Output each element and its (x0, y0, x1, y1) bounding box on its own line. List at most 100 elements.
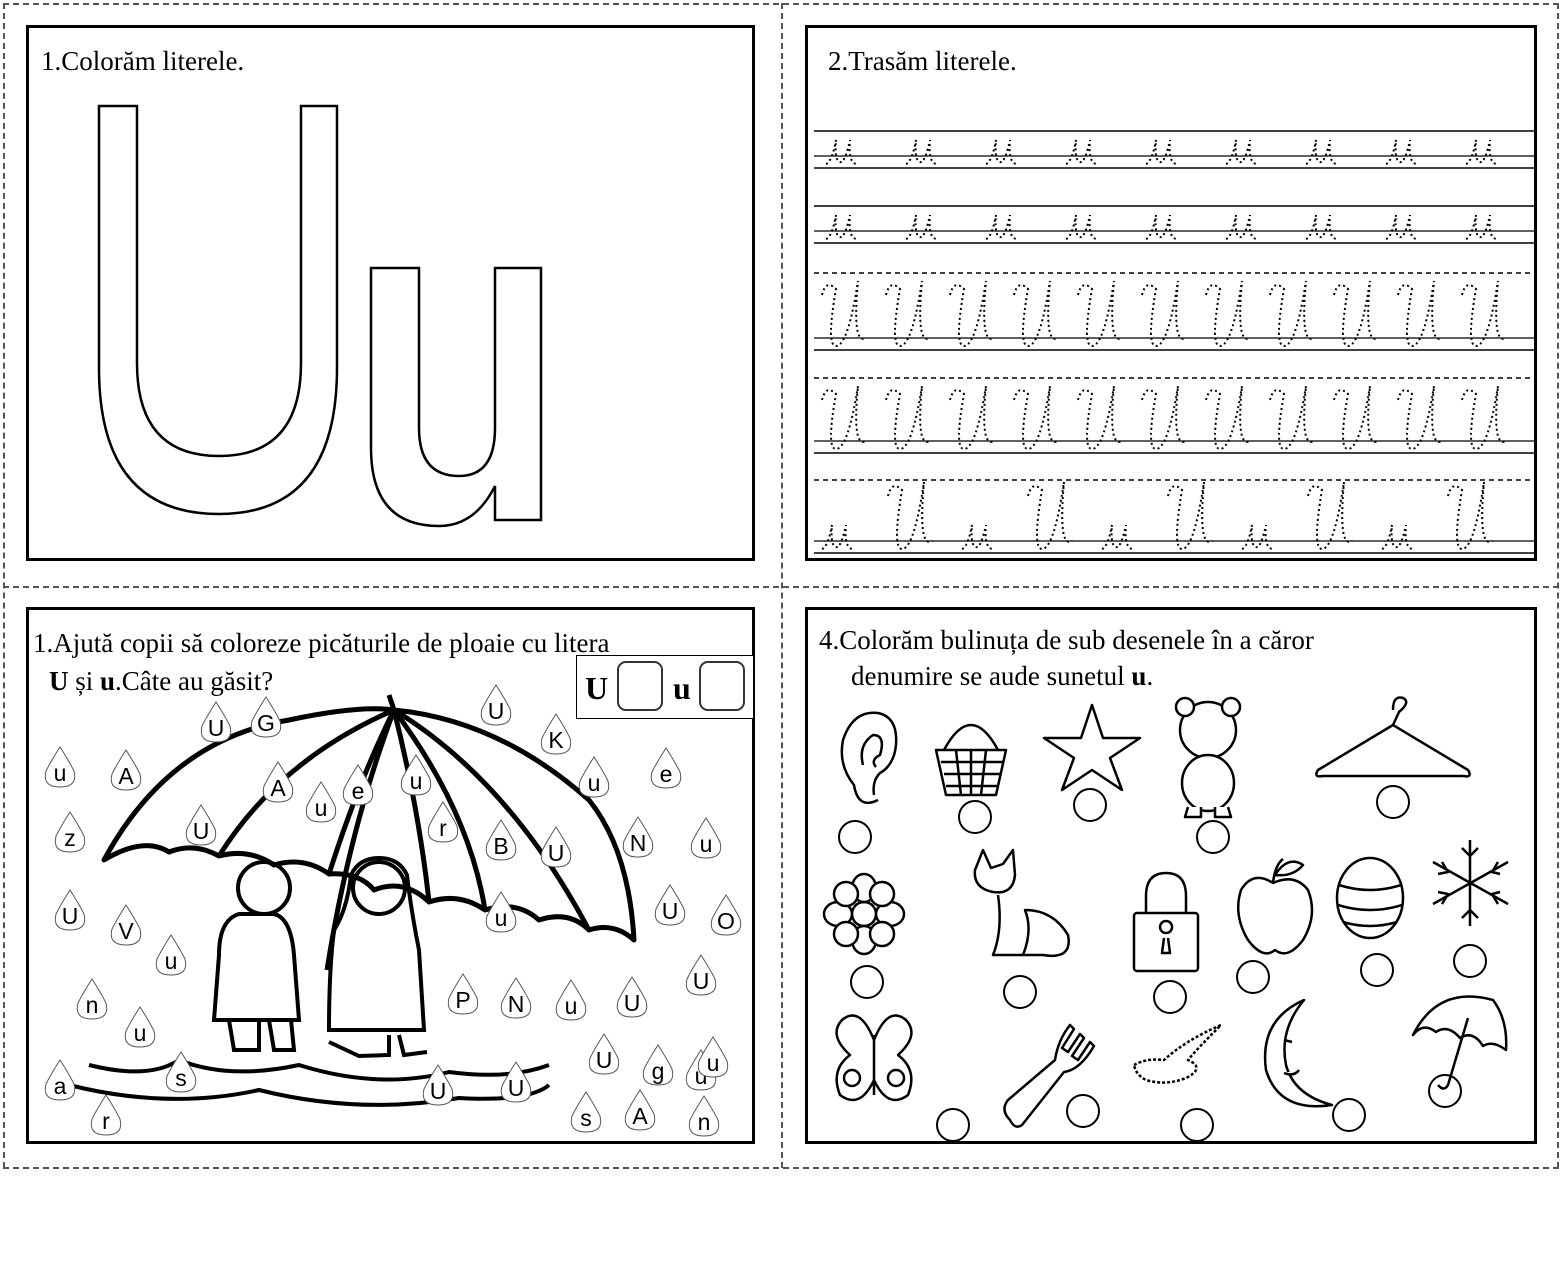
raindrop[interactable]: u (554, 978, 588, 1022)
raindrop[interactable]: U (421, 1063, 455, 1107)
title-end: . (1146, 661, 1154, 691)
butterfly-icon (835, 1014, 913, 1102)
raindrop[interactable]: A (261, 760, 295, 804)
raindrop[interactable]: n (75, 977, 109, 1021)
flower-bubble[interactable] (850, 965, 884, 999)
raindrop[interactable]: A (623, 1088, 657, 1132)
panel-title-line2: U și u.Câte au găsit? (49, 665, 273, 697)
raindrop-letter: r (439, 815, 447, 841)
raindrop[interactable]: U (684, 953, 718, 997)
raindrop[interactable]: e (341, 763, 375, 807)
raindrop[interactable]: u (154, 933, 188, 977)
raindrop[interactable]: U (587, 1032, 621, 1076)
raindrop[interactable]: u (123, 1005, 157, 1049)
raindrop[interactable]: U (199, 700, 233, 744)
apple-icon (1236, 858, 1314, 955)
outline-letters[interactable] (29, 28, 755, 561)
raindrop[interactable]: u (696, 1035, 730, 1079)
raindrop[interactable]: U (499, 1060, 533, 1104)
raindrop[interactable]: U (184, 803, 218, 847)
hanger-bubble[interactable] (1376, 785, 1410, 819)
bear-bubble[interactable] (1196, 820, 1230, 854)
fox-icon (973, 848, 1070, 958)
ear-bubble[interactable] (838, 820, 872, 854)
title-bold-sound: u (1131, 661, 1147, 691)
fox-bubble[interactable] (1003, 975, 1037, 1009)
raindrop[interactable]: K (539, 712, 573, 756)
raindrop-icon (155, 934, 187, 976)
moon-bubble[interactable] (1332, 1098, 1366, 1132)
raindrop[interactable]: a (43, 1058, 77, 1102)
raindrop-icon (124, 1006, 156, 1048)
raindrop-letter: u (699, 831, 713, 857)
umbrella-bubble[interactable] (1428, 1074, 1462, 1108)
tracing-lines[interactable] (808, 28, 1537, 561)
raindrop[interactable]: u (484, 890, 518, 934)
raindrop[interactable]: B (484, 818, 518, 862)
butterfly-bubble[interactable] (936, 1108, 970, 1141)
raindrop[interactable]: s (569, 1090, 603, 1134)
raindrop[interactable]: u (304, 780, 338, 824)
raindrop[interactable]: U (479, 683, 513, 727)
raindrop[interactable]: e (649, 746, 683, 790)
raindrop-icon (578, 756, 610, 798)
raindrop[interactable]: U (539, 825, 573, 869)
raindrop-icon (555, 979, 587, 1021)
egg-bubble[interactable] (1360, 953, 1394, 987)
raindrop[interactable]: N (621, 815, 655, 859)
umbrella-icon (1411, 995, 1508, 1090)
raindrop[interactable]: O (709, 893, 743, 937)
raindrop-icon (54, 811, 86, 853)
fork-bubble[interactable] (1066, 1094, 1100, 1128)
raindrop[interactable]: u (689, 816, 723, 860)
raindrop-letter: u (564, 993, 578, 1019)
bird-bubble[interactable] (1180, 1108, 1214, 1141)
raindrop[interactable]: u (577, 755, 611, 799)
padlock-bubble[interactable] (1153, 980, 1187, 1014)
raindrop-icon (44, 1059, 76, 1101)
raindrop-letter: P (455, 987, 471, 1013)
raindrop[interactable]: r (426, 800, 460, 844)
raindrop[interactable]: s (164, 1050, 198, 1094)
raindrop-icon (110, 904, 142, 946)
outline-letter-upper (97, 104, 339, 516)
raindrop[interactable]: U (653, 883, 687, 927)
panel-color-letters: 1.Colorăm literele. U u (26, 25, 755, 561)
count-input-upper[interactable] (617, 661, 663, 711)
raindrop[interactable]: U (53, 888, 87, 932)
raindrop[interactable]: U (615, 975, 649, 1019)
raindrop[interactable]: G (249, 695, 283, 739)
cut-line-left (3, 3, 5, 1168)
ear-icon (840, 711, 898, 805)
raindrop-letter: z (64, 825, 76, 851)
raindrop[interactable]: z (53, 810, 87, 854)
raindrop-icon (165, 1051, 197, 1093)
star-bubble[interactable] (1073, 788, 1107, 822)
raindrop[interactable]: N (499, 976, 533, 1020)
raindrop-icon (44, 746, 76, 788)
raindrop[interactable]: V (109, 903, 143, 947)
snowflake-bubble[interactable] (1453, 944, 1487, 978)
raindrop[interactable]: P (446, 972, 480, 1016)
raindrop[interactable]: g (641, 1043, 675, 1087)
raindrop-icon (110, 749, 142, 791)
raindrop-letter: u (706, 1050, 720, 1076)
raindrop[interactable]: u (43, 745, 77, 789)
raindrop-letter: U (487, 698, 505, 724)
raindrop-letter: K (548, 727, 564, 753)
apple-bubble[interactable] (1236, 960, 1270, 994)
raindrop[interactable]: r (89, 1093, 123, 1137)
raindrop[interactable]: A (109, 748, 143, 792)
cut-line-bottom (3, 1167, 1559, 1169)
raindrop-letter: V (118, 918, 134, 944)
count-input-lower[interactable] (699, 661, 745, 711)
raindrop[interactable]: u (399, 753, 433, 797)
raindrop-letter: u (164, 948, 178, 974)
raindrop-letter: n (85, 992, 99, 1018)
star-icon (1042, 703, 1142, 792)
raindrop-letter: U (61, 903, 79, 929)
raindrop[interactable]: n (687, 1094, 721, 1138)
flower-icon (822, 872, 906, 956)
raindrop-letter: B (493, 833, 509, 859)
basket-bubble[interactable] (958, 800, 992, 834)
